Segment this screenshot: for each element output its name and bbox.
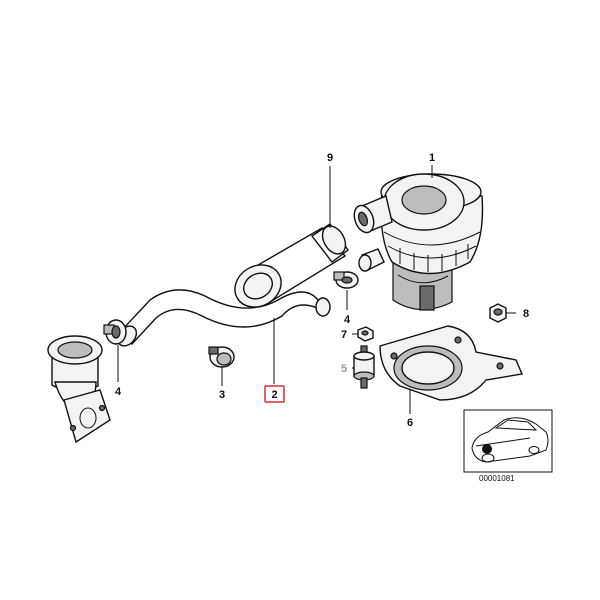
mounting-bracket-part[interactable] (379, 325, 523, 401)
pump-ribs (399, 244, 469, 272)
grommet-part[interactable] (208, 346, 235, 368)
callout-4-left: 4 (115, 386, 122, 398)
callout-7: 7 (341, 329, 347, 341)
check-valve-part[interactable] (47, 335, 111, 444)
intake-hose-part[interactable] (227, 222, 350, 315)
pressure-hose-part[interactable] (114, 289, 331, 350)
rubber-mount-part[interactable] (353, 345, 375, 389)
callout-9: 9 (327, 152, 333, 164)
callout-5: 5 (341, 363, 347, 375)
nut-part-7[interactable] (357, 326, 374, 342)
hose-clamp-left-part[interactable] (103, 319, 127, 345)
air-pump-part[interactable] (351, 173, 484, 311)
callout-3: 3 (219, 389, 225, 401)
callout-1: 1 (429, 152, 435, 164)
vehicle-location-inset (463, 409, 553, 473)
callout-4-right: 4 (344, 314, 351, 326)
callout-2-highlight-box (264, 385, 285, 403)
flange-nut-part[interactable] (489, 303, 507, 323)
hose-clamp-right-part[interactable] (333, 271, 359, 289)
callout-2: 2 (271, 389, 277, 401)
location-marker-icon (482, 444, 492, 454)
diagram-code: 00001081 (479, 474, 515, 483)
callout-6: 6 (407, 417, 413, 429)
callout-8: 8 (523, 308, 529, 320)
leader-lines (117, 165, 516, 414)
